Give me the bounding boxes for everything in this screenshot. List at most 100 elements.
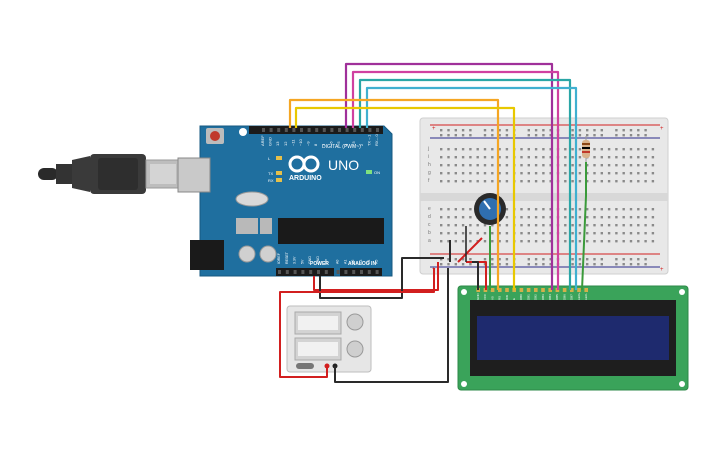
breadboard-hole[interactable] — [571, 148, 574, 151]
breadboard-hole[interactable] — [578, 164, 582, 167]
breadboard-rail-hole[interactable] — [644, 134, 647, 137]
breadboard-hole[interactable] — [629, 216, 633, 219]
breadboard-hole[interactable] — [578, 148, 582, 151]
breadboard-rail-hole[interactable] — [600, 258, 603, 261]
breadboard-rail-hole[interactable] — [593, 129, 596, 132]
breadboard-hole[interactable] — [469, 224, 472, 227]
breadboard-rail-hole[interactable] — [527, 263, 530, 266]
breadboard-rail-hole[interactable] — [461, 258, 465, 261]
breadboard-rail-hole[interactable] — [549, 263, 552, 266]
breadboard-hole[interactable] — [498, 232, 501, 235]
breadboard-rail-hole[interactable] — [586, 134, 589, 137]
breadboard-rail-hole[interactable] — [549, 129, 552, 132]
breadboard-hole[interactable] — [629, 240, 633, 243]
breadboard-hole[interactable] — [527, 208, 530, 211]
breadboard-rail-hole[interactable] — [440, 134, 443, 137]
breadboard-hole[interactable] — [607, 148, 611, 151]
breadboard-hole[interactable] — [564, 216, 567, 219]
breadboard-hole[interactable] — [527, 232, 530, 235]
breadboard-hole[interactable] — [527, 224, 530, 227]
breadboard-hole[interactable] — [549, 180, 552, 183]
breadboard-hole[interactable] — [498, 240, 501, 243]
resistor[interactable] — [582, 136, 590, 162]
breadboard-hole[interactable] — [505, 156, 509, 159]
breadboard-rail-hole[interactable] — [447, 258, 450, 261]
breadboard-hole[interactable] — [440, 180, 443, 183]
breadboard-hole[interactable] — [644, 164, 647, 167]
breadboard-hole[interactable] — [607, 224, 611, 227]
breadboard-hole[interactable] — [651, 216, 655, 219]
breadboard-rail-hole[interactable] — [600, 263, 603, 266]
breadboard-hole[interactable] — [615, 148, 618, 151]
breadboard-hole[interactable] — [542, 240, 545, 243]
breadboard-hole[interactable] — [571, 224, 574, 227]
breadboard-hole[interactable] — [564, 208, 567, 211]
breadboard-hole[interactable] — [593, 164, 596, 167]
breadboard-rail-hole[interactable] — [615, 134, 618, 137]
breadboard-rail-hole[interactable] — [578, 134, 582, 137]
lcd-pin[interactable] — [562, 288, 567, 292]
digital-pin-socket[interactable] — [338, 128, 341, 132]
breadboard-rail-hole[interactable] — [440, 263, 443, 266]
breadboard-hole[interactable] — [469, 208, 472, 211]
breadboard-rail-hole[interactable] — [527, 258, 530, 261]
breadboard-hole[interactable] — [447, 232, 450, 235]
breadboard-hole[interactable] — [491, 172, 494, 175]
digital-pin-socket[interactable] — [315, 128, 319, 132]
breadboard-hole[interactable] — [549, 172, 552, 175]
breadboard-hole[interactable] — [454, 216, 457, 219]
digital-pin-socket[interactable] — [353, 128, 357, 132]
breadboard-rail-hole[interactable] — [629, 263, 633, 266]
lcd-pin[interactable] — [541, 288, 545, 292]
breadboard-hole[interactable] — [644, 180, 647, 183]
breadboard-rail-hole[interactable] — [498, 134, 501, 137]
breadboard-hole[interactable] — [491, 148, 494, 151]
breadboard-rail-hole[interactable] — [637, 129, 640, 132]
breadboard-rail-hole[interactable] — [491, 258, 494, 261]
breadboard-hole[interactable] — [542, 180, 545, 183]
breadboard-rail-hole[interactable] — [447, 263, 450, 266]
breadboard-hole[interactable] — [651, 180, 655, 183]
breadboard-hole[interactable] — [520, 148, 523, 151]
breadboard-hole[interactable] — [542, 172, 545, 175]
breadboard-hole[interactable] — [586, 216, 589, 219]
breadboard-hole[interactable] — [454, 240, 457, 243]
breadboard-rail-hole[interactable] — [629, 258, 633, 261]
breadboard-rail-hole[interactable] — [637, 258, 640, 261]
breadboard-rail-hole[interactable] — [549, 134, 552, 137]
breadboard-hole[interactable] — [629, 156, 633, 159]
breadboard-hole[interactable] — [564, 224, 567, 227]
breadboard-hole[interactable] — [498, 180, 501, 183]
breadboard-hole[interactable] — [483, 232, 487, 235]
breadboard-hole[interactable] — [469, 232, 472, 235]
breadboard-hole[interactable] — [527, 148, 530, 151]
breadboard-hole[interactable] — [637, 172, 640, 175]
breadboard-rail-hole[interactable] — [622, 129, 625, 132]
breadboard-hole[interactable] — [578, 156, 582, 159]
breadboard-rail-hole[interactable] — [469, 129, 472, 132]
breadboard-hole[interactable] — [586, 180, 589, 183]
breadboard-hole[interactable] — [491, 232, 494, 235]
breadboard-hole[interactable] — [622, 164, 625, 167]
breadboard-hole[interactable] — [586, 240, 589, 243]
breadboard-hole[interactable] — [644, 208, 647, 211]
breadboard-hole[interactable] — [483, 224, 487, 227]
breadboard-hole[interactable] — [461, 148, 465, 151]
breadboard-rail-hole[interactable] — [571, 258, 574, 261]
breadboard-rail-hole[interactable] — [586, 129, 589, 132]
breadboard-hole[interactable] — [615, 172, 618, 175]
breadboard-hole[interactable] — [520, 208, 523, 211]
breadboard-rail-hole[interactable] — [461, 263, 465, 266]
breadboard-rail-hole[interactable] — [454, 258, 457, 261]
breadboard-hole[interactable] — [637, 224, 640, 227]
breadboard-rail-hole[interactable] — [578, 263, 582, 266]
breadboard-hole[interactable] — [520, 232, 523, 235]
breadboard-rail-hole[interactable] — [461, 129, 465, 132]
breadboard-rail-hole[interactable] — [593, 263, 596, 266]
breadboard-hole[interactable] — [476, 164, 479, 167]
breadboard-hole[interactable] — [651, 224, 655, 227]
breadboard-hole[interactable] — [491, 224, 494, 227]
breadboard-hole[interactable] — [491, 156, 494, 159]
